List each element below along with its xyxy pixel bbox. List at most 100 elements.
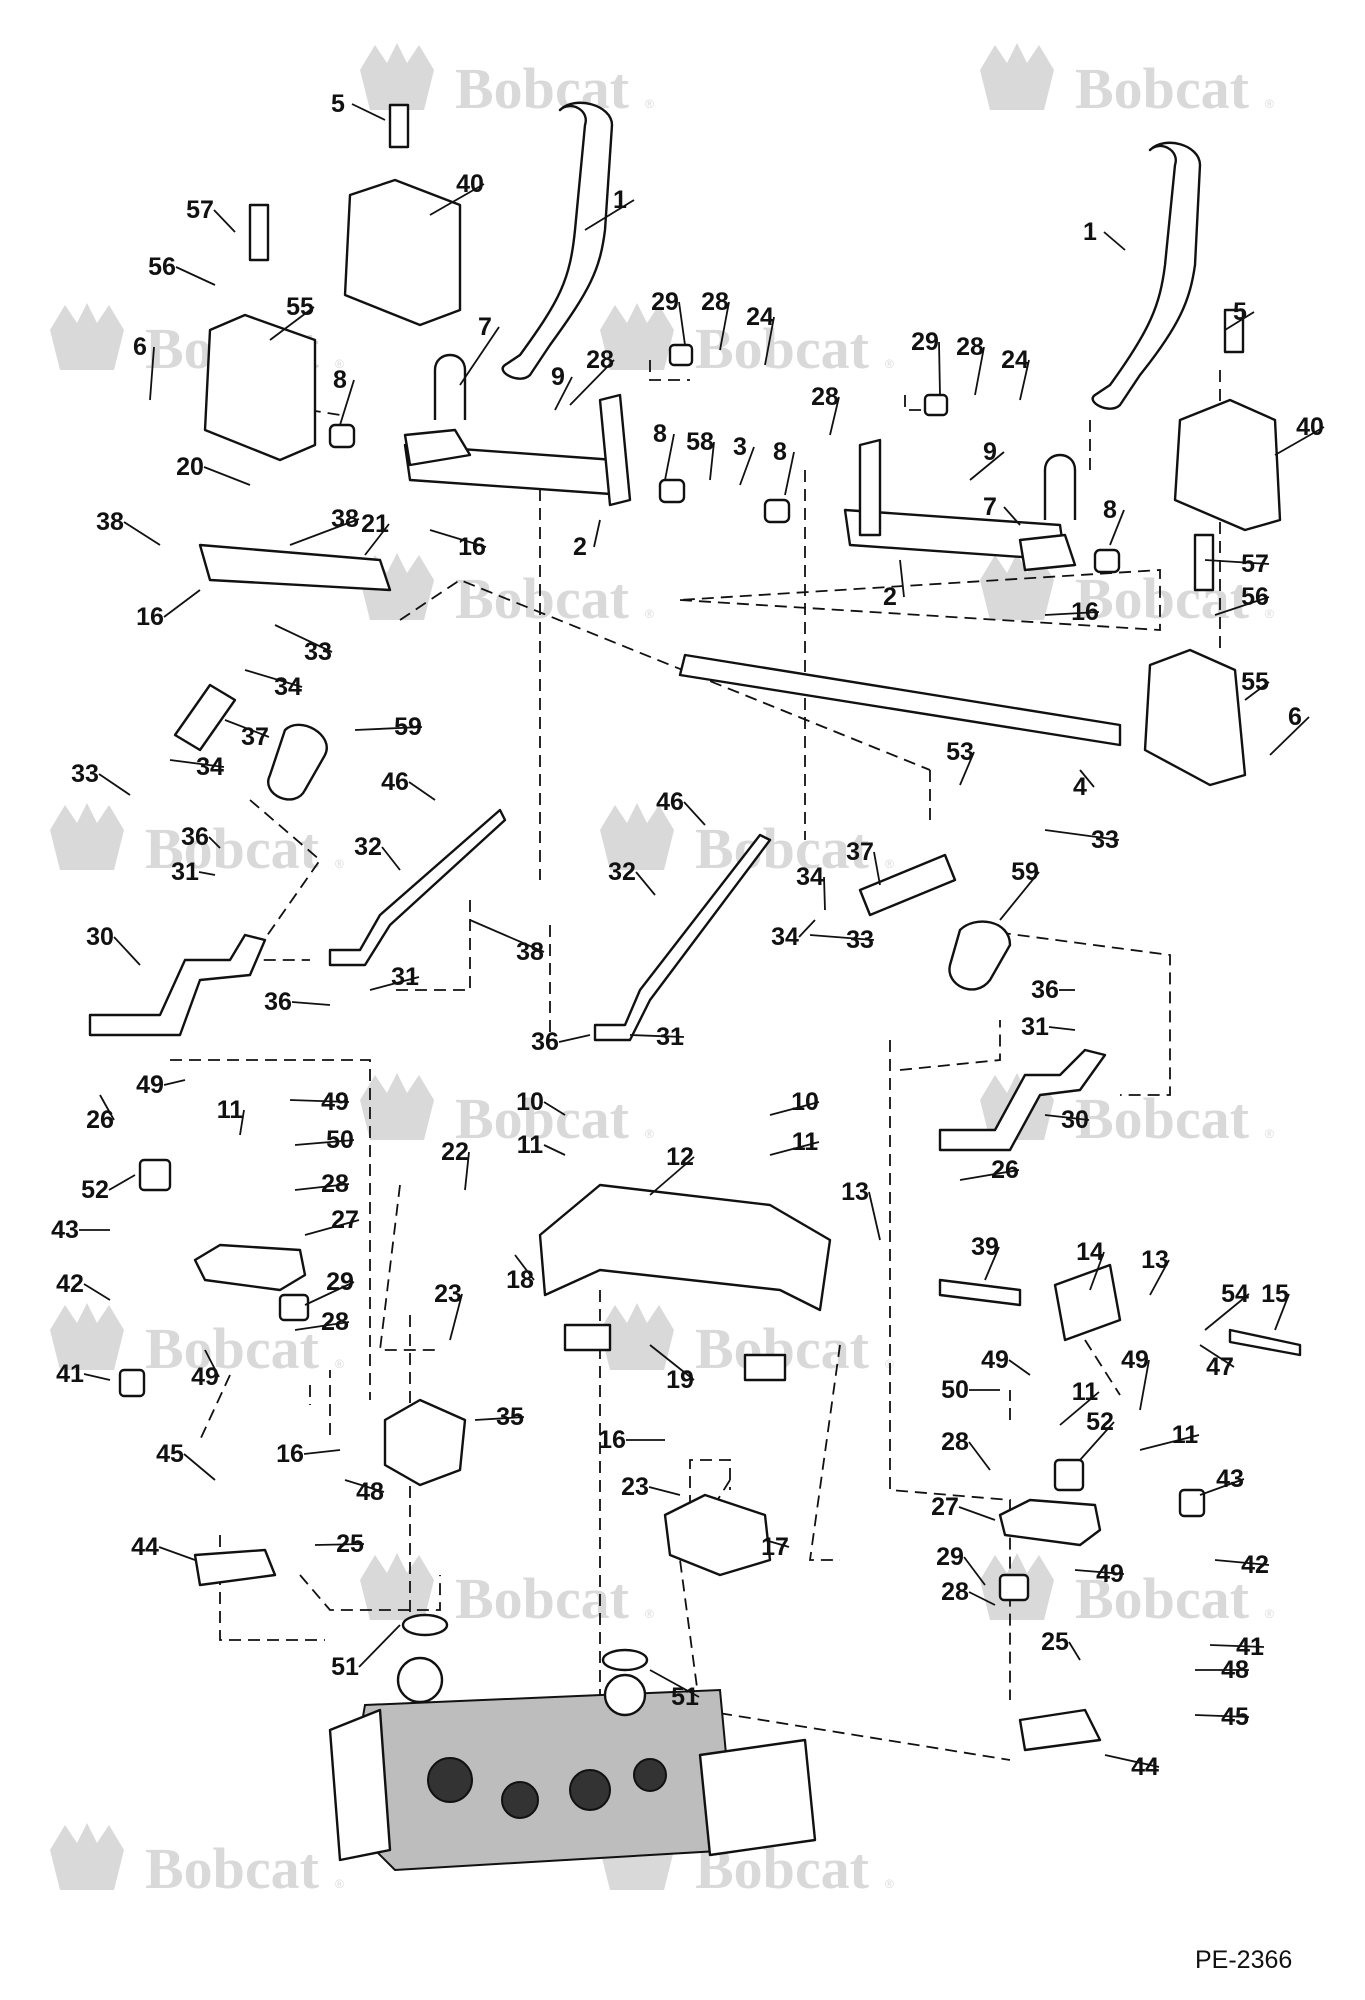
watermark: Bobcat® — [360, 1553, 654, 1631]
leader-line — [364, 523, 390, 556]
callout-number: 34 — [771, 923, 799, 951]
callout-number: 33 — [71, 760, 99, 788]
leader-line — [569, 359, 615, 406]
callout-number: 25 — [1041, 1628, 1069, 1656]
leader-line — [351, 103, 386, 121]
leader-line — [1149, 1259, 1170, 1296]
callout-number: 36 — [264, 988, 292, 1016]
leader-line — [289, 518, 360, 546]
callout-number: 41 — [56, 1360, 84, 1388]
leader-line — [873, 851, 881, 886]
watermark: Bobcat® — [360, 553, 654, 631]
watermark-reg-mark: ® — [335, 1357, 344, 1371]
watermark-brand: Bobcat — [145, 1316, 320, 1381]
callout-number: 31 — [391, 963, 419, 991]
callout-number: 31 — [656, 1023, 684, 1051]
leader-line — [739, 446, 755, 486]
callout-number: 32 — [354, 833, 382, 861]
callout-number: 36 — [1031, 976, 1059, 1004]
callout-number: 59 — [394, 713, 422, 741]
callout-number: 8 — [333, 366, 347, 394]
leader-line — [339, 379, 355, 426]
leader-line — [198, 871, 216, 876]
leader-line — [294, 1183, 350, 1191]
leader-line — [798, 919, 816, 938]
leader-line — [968, 1591, 996, 1606]
callout-number: 28 — [701, 288, 729, 316]
callout-number: 26 — [86, 1106, 114, 1134]
callout-number: 29 — [326, 1268, 354, 1296]
callout-number: 3 — [733, 433, 747, 461]
leader-line — [83, 1283, 111, 1301]
callout-number: 30 — [86, 923, 114, 951]
callout-number: 51 — [331, 1653, 359, 1681]
leader-line — [459, 326, 500, 386]
leader-line — [584, 199, 635, 231]
leader-line — [99, 1094, 115, 1121]
leader-line — [784, 451, 795, 496]
leader-line — [163, 1079, 186, 1086]
callout-number: 9 — [983, 438, 997, 466]
callout-number: 13 — [1141, 1246, 1169, 1274]
callout-number: 6 — [1288, 703, 1302, 731]
leader-line — [1274, 1293, 1290, 1331]
leader-line — [1044, 611, 1100, 616]
callout-number: 43 — [1216, 1465, 1244, 1493]
leader-line — [649, 1344, 695, 1381]
callout-number: 52 — [1086, 1408, 1114, 1436]
watermark-reg-mark: ® — [645, 1607, 654, 1621]
callout-number: 4 — [1073, 773, 1087, 801]
drawing-number: PE-2366 — [1195, 1946, 1292, 1974]
callout-number: 16 — [276, 1440, 304, 1468]
leader-line — [959, 1169, 1020, 1181]
callout-number: 11 — [1072, 1378, 1099, 1406]
leader-line — [183, 1453, 216, 1481]
callout-number: 19 — [666, 1366, 694, 1394]
leader-line — [274, 624, 333, 653]
leader-line — [958, 1506, 996, 1521]
bobcat-logo-icon — [600, 1303, 674, 1370]
callout-number: 58 — [686, 428, 714, 456]
leader-line — [1059, 1391, 1100, 1426]
leader-line — [469, 919, 545, 953]
callout-number: 31 — [171, 858, 199, 886]
callout-number: 28 — [956, 333, 984, 361]
callout-number: 50 — [326, 1126, 354, 1154]
callout-number: 47 — [1206, 1353, 1234, 1381]
watermark: Bobcat® — [600, 803, 894, 881]
leader-line — [163, 589, 201, 618]
callout-number: 44 — [1131, 1753, 1159, 1781]
watermark-brand: Bobcat — [1075, 566, 1250, 631]
callout-number: 55 — [286, 293, 314, 321]
leader-line — [764, 316, 775, 366]
callout-number: 55 — [1241, 668, 1269, 696]
leader-line — [1199, 1478, 1245, 1496]
callout-number: 8 — [653, 420, 667, 448]
callout-number: 42 — [1241, 1551, 1269, 1579]
callout-number: 1 — [1083, 218, 1097, 246]
callout-number: 33 — [846, 926, 874, 954]
leader-line — [1044, 1114, 1090, 1121]
callout-number: 39 — [971, 1233, 999, 1261]
leader-line — [649, 1669, 700, 1698]
callout-number: 50 — [941, 1376, 969, 1404]
leader-line — [1269, 716, 1310, 756]
callout-number: 27 — [931, 1493, 959, 1521]
leader-line — [1199, 1344, 1235, 1368]
leader-line — [239, 1109, 245, 1136]
watermark-reg-mark: ® — [1265, 607, 1274, 621]
bobcat-logo-icon — [980, 43, 1054, 110]
watermark-reg-mark: ® — [645, 607, 654, 621]
leader-line — [1103, 231, 1126, 251]
leader-line — [649, 1156, 695, 1196]
leader-line — [149, 346, 155, 401]
callout-number: 28 — [941, 1428, 969, 1456]
callout-number: 2 — [883, 583, 897, 611]
callout-number: 24 — [1001, 346, 1029, 374]
callout-number: 53 — [946, 738, 974, 766]
callout-number: 38 — [331, 505, 359, 533]
leader-line — [678, 301, 686, 346]
callout-number: 59 — [1011, 858, 1039, 886]
watermark-reg-mark: ® — [885, 357, 894, 371]
